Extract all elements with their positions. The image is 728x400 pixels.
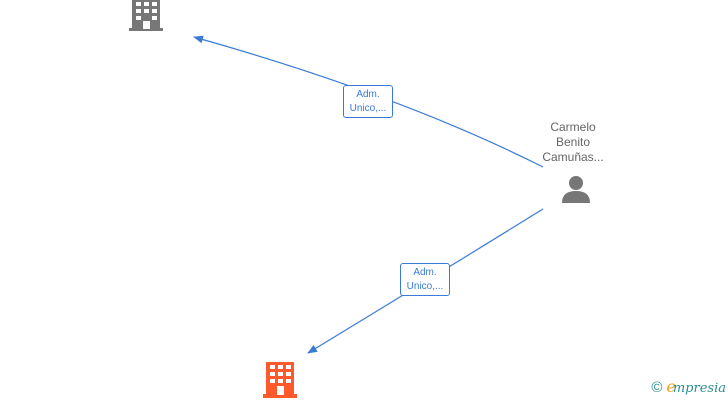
- edge-label-line: Adm.: [413, 267, 437, 278]
- person-name-line-1: Carmelo: [550, 120, 596, 134]
- brand-footer: © empresia: [651, 377, 726, 399]
- person-name[interactable]: Carmelo Benito Camuñas...: [528, 120, 618, 165]
- brand-name: mpresia: [672, 381, 726, 396]
- person-icon: [562, 176, 590, 203]
- edge-label-line: Unico,...: [349, 103, 387, 114]
- person-name-line-3: Camuñas...: [542, 150, 604, 164]
- building-icon: [263, 362, 297, 398]
- edge-label-line: Adm.: [356, 89, 380, 100]
- company-node-top[interactable]: [129, 0, 163, 32]
- edge-label-bottom[interactable]: Adm. Unico,...: [400, 263, 450, 296]
- building-icon: [129, 0, 163, 31]
- person-node[interactable]: [561, 174, 591, 204]
- edge-label-line: Unico,...: [406, 281, 444, 292]
- copyright-icon: ©: [651, 379, 663, 396]
- person-name-line-2: Benito: [555, 135, 591, 149]
- edge-label-top[interactable]: Adm. Unico,...: [343, 85, 393, 118]
- company-node-bottom[interactable]: [263, 362, 297, 398]
- brand-logo[interactable]: empresia: [666, 377, 726, 399]
- brand-initial: e: [666, 377, 676, 396]
